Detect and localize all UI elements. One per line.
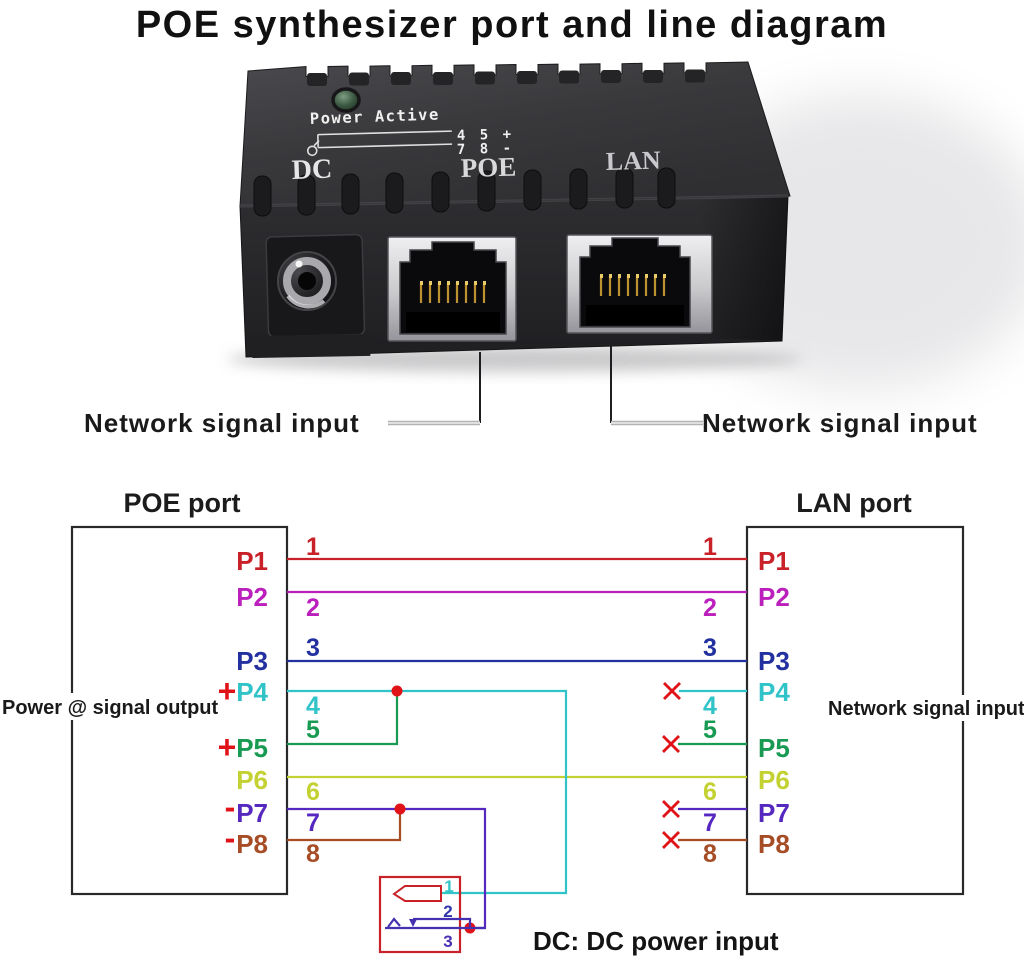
lan-pin-p7: P7: [758, 798, 790, 828]
dc-pin2-line: [413, 917, 472, 928]
poe-wire-num-5: 5: [306, 716, 320, 744]
poe-wire-num-3: 3: [306, 634, 320, 662]
vent-notches-back: [307, 69, 705, 86]
poe-wire-num-6: 6: [306, 778, 320, 806]
poe-wire-numbers: 1 2 3 4 5 6 7 8: [306, 533, 320, 868]
power-led: [331, 87, 361, 113]
dc-note: DC: DC power input: [533, 926, 779, 956]
poe-pin-p7: P7: [236, 798, 268, 828]
lan-wire-num-2: 2: [703, 594, 717, 622]
lan-port-label: LAN: [605, 146, 661, 176]
callout-left: Network signal input: [84, 408, 360, 438]
lan-pin-labels: P1 P2 P3 P4 P5 P6 P7 P8: [758, 546, 790, 859]
lan-pin-p5: P5: [758, 733, 790, 763]
page-title: POE synthesizer port and line diagram: [135, 4, 889, 46]
poe-port-jack: [387, 236, 517, 342]
lan-pin-p8: P8: [758, 829, 790, 859]
polarity-p7: -: [225, 789, 236, 825]
poe-pin-p3: P3: [236, 646, 268, 676]
poe-wire-num-8: 8: [306, 840, 320, 868]
polarity-marks: + + - -: [218, 673, 237, 856]
wiring-diagram: POE port LAN port: [0, 488, 1024, 956]
dc-pin3-label: 3: [443, 932, 452, 951]
poe-wire-num-1: 1: [306, 533, 320, 561]
poe-pin-p4: P4: [236, 677, 268, 707]
cut-mark-8: [662, 831, 680, 849]
callout-leaders: [388, 346, 703, 426]
poe-pin-p6: P6: [236, 765, 268, 795]
polarity-p5: +: [218, 729, 237, 765]
lan-wire-num-3: 3: [703, 634, 717, 662]
poe-port-label: POE: [460, 152, 516, 183]
dc-port-label: DC: [291, 154, 333, 186]
poe-pin-p8: P8: [236, 829, 268, 859]
lan-wire-num-7: 7: [703, 809, 717, 837]
dc-pin2-arrow: [409, 919, 417, 927]
lan-wire-num-6: 6: [703, 778, 717, 806]
dc-pin1-label: 1: [444, 877, 453, 896]
poe-wire-num-7: 7: [306, 809, 320, 837]
wire-8-left: [287, 809, 402, 842]
junction-dot-45: [391, 685, 403, 697]
left-note: Power @ signal output: [0, 693, 219, 720]
pinout-line1: 4 5 +: [457, 127, 515, 144]
poe-wire-num-2: 2: [306, 594, 320, 622]
poe-pin-p2: P2: [236, 582, 268, 612]
lan-wire-num-4: 4: [703, 692, 717, 720]
lan-box-title: LAN port: [796, 488, 911, 518]
device-photo: Power Active 4 5 + 7 8 - DC POE LAN: [227, 61, 1024, 390]
lan-pin-p6: P6: [758, 765, 790, 795]
polarity-p8: -: [225, 820, 236, 856]
dc-switch-chevron: [387, 917, 401, 928]
junction-dot-78: [394, 803, 406, 815]
lan-wire-numbers: 1 2 3 4 5 6 7 8: [703, 533, 717, 868]
callout-right: Network signal input: [702, 408, 978, 438]
poe-wire-num-4: 4: [306, 692, 320, 720]
poe-box-title: POE port: [123, 488, 240, 518]
right-note: Network signal input: [826, 695, 1024, 721]
device-right-shade: [700, 196, 788, 341]
lan-pin-p2: P2: [758, 582, 790, 612]
lan-port-jack: [566, 234, 713, 334]
svg-text:Power @ signal output: Power @ signal output: [2, 697, 219, 719]
lan-wire-num-1: 1: [703, 533, 717, 561]
lan-wire-num-5: 5: [703, 716, 717, 744]
dc-connector-symbol: 1 2 3: [378, 875, 485, 954]
led-label: Power Active: [310, 105, 441, 128]
dc-pin2-label: 2: [443, 902, 452, 921]
fold-highlight: [239, 194, 789, 208]
dc-plug-icon: [392, 885, 442, 902]
lan-pin-p1: P1: [758, 546, 790, 576]
lan-wire-num-8: 8: [703, 840, 717, 868]
poe-pin-p1: P1: [236, 546, 268, 576]
polarity-p4: +: [218, 673, 237, 709]
wire-5-left: [287, 691, 399, 746]
wires: [287, 557, 747, 930]
vent-slots-front: [253, 167, 676, 217]
dc-pinout-schematic: [306, 130, 453, 157]
pinout-line2: 7 8 -: [457, 141, 515, 158]
wire-4-left: [287, 689, 568, 895]
lan-pin-p3: P3: [758, 646, 790, 676]
svg-text:Network signal input: Network signal input: [828, 698, 1024, 720]
dc-jack: [251, 233, 371, 358]
poe-pin-p5: P5: [236, 733, 268, 763]
device-top-face: [239, 61, 791, 207]
cut-mark-4: [663, 682, 681, 700]
cut-mark-5: [662, 735, 680, 753]
lan-pin-p4: P4: [758, 677, 790, 707]
poe-pin-labels: P1 P2 P3 P4 P5 P6 P7 P8: [236, 546, 268, 859]
cut-mark-7: [662, 800, 680, 818]
